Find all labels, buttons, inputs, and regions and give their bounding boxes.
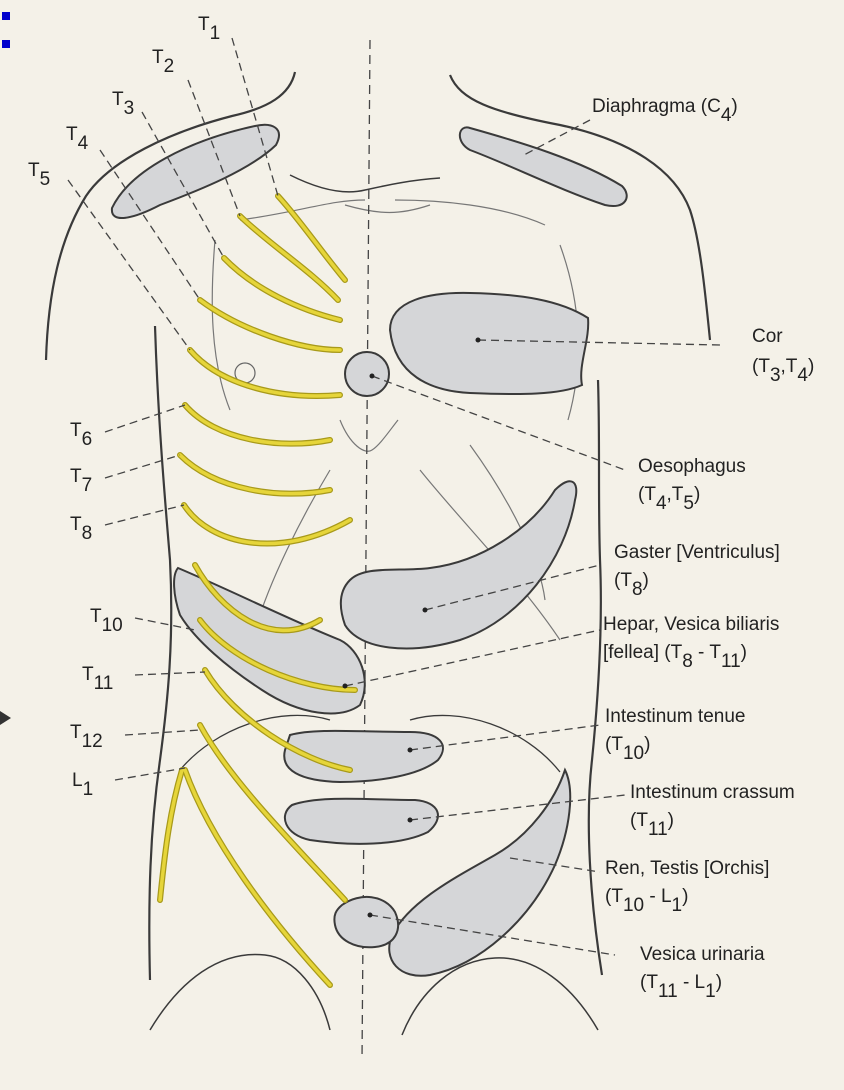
- organ-label-intestinum-crassum-segments: (T11): [630, 810, 674, 832]
- organ-label-oesophagus: Oesophagus: [638, 456, 746, 478]
- nerve-label-t1: T1: [198, 14, 220, 36]
- organ-projection-areas: [112, 125, 627, 976]
- oesophagus-area: [345, 352, 389, 396]
- organ-label-ren-segments: (T10 - L1): [605, 886, 688, 908]
- nerve-label-t12: T12: [70, 722, 103, 744]
- organ-label-ren: Ren, Testis [Orchis]: [605, 858, 769, 880]
- organ-label-vesica-urinaria-segments: (T11 - L1): [640, 972, 722, 994]
- nerve-label-t8: T8: [70, 514, 92, 536]
- organ-label-vesica-urinaria: Vesica urinaria: [640, 944, 765, 966]
- nerve-label-t10: T10: [90, 606, 123, 628]
- gaster-area: [341, 481, 576, 648]
- cor-area: [390, 293, 588, 394]
- nerve-label-t4: T4: [66, 124, 88, 146]
- organ-label-intestinum-tenue: Intestinum tenue: [605, 706, 745, 728]
- organ-label-gaster-segments: (T8): [614, 570, 649, 592]
- organ-label-cor-segments: (T3,T4): [752, 356, 814, 378]
- organ-label-diaphragma: Diaphragma (C4): [592, 96, 738, 118]
- organ-label-cor: Cor: [752, 326, 783, 348]
- vesica-area: [334, 897, 398, 947]
- nerve-label-t5: T5: [28, 160, 50, 182]
- nerve-label-t3: T3: [112, 89, 134, 111]
- intestinum-crassum-area: [285, 799, 438, 844]
- organ-label-intestinum-tenue-segments: (T10): [605, 734, 650, 756]
- nerve-label-t6: T6: [70, 420, 92, 442]
- nerve-label-t2: T2: [152, 47, 174, 69]
- nerve-label-l1: L1: [72, 770, 93, 792]
- organ-label-gaster: Gaster [Ventriculus]: [614, 542, 780, 564]
- diaphragma-area-left: [112, 125, 279, 218]
- organ-label-intestinum-crassum: Intestinum crassum: [630, 782, 795, 804]
- nerve-label-t11: T11: [82, 664, 113, 686]
- organ-label-oesophagus-segments: (T4,T5): [638, 484, 700, 506]
- organ-label-hepar: Hepar, Vesica biliaris: [603, 614, 779, 636]
- diaphragma-area-right: [460, 127, 627, 206]
- organ-label-hepar-segments: [fellea] (T8 - T11): [603, 642, 747, 664]
- nerve-label-t7: T7: [70, 466, 92, 488]
